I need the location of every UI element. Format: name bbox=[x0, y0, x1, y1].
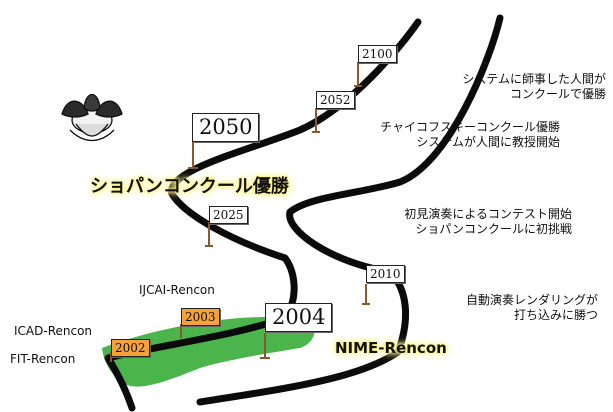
flag-2004: 2004 bbox=[265, 303, 333, 332]
year-label: 2100 bbox=[362, 47, 393, 61]
flag-2100: 2100 bbox=[358, 45, 397, 63]
year-label: 2003 bbox=[185, 310, 216, 324]
caption-icad: ICAD-Rencon bbox=[14, 324, 93, 338]
caption-2010: 自動演奏レンダリングが 打ち込みに勝つ bbox=[400, 293, 598, 323]
year-label: 2004 bbox=[272, 305, 326, 329]
flag-2002: 2002 bbox=[111, 339, 150, 357]
caption-line: ショパンコンクールに初挑戦 bbox=[415, 222, 572, 236]
caption-line: システムが人間に教授開始 bbox=[416, 135, 560, 149]
caption-fit: FIT-Rencon bbox=[10, 352, 76, 366]
caption-2004-highlight: NIME-Rencon bbox=[335, 339, 447, 357]
caption-line: 初見演奏によるコンテスト開始 bbox=[404, 207, 572, 221]
flag-2025: 2025 bbox=[209, 206, 248, 224]
caption-line: 自動演奏レンダリングが bbox=[465, 293, 598, 307]
caption-2052: チャイコフスキーコンクール優勝 システムが人間に教授開始 bbox=[338, 120, 560, 150]
year-label: 2002 bbox=[115, 341, 146, 355]
year-label: 2025 bbox=[213, 208, 244, 222]
caption-2100: システムに師事した人間が コンクールで優勝 bbox=[392, 72, 606, 102]
flag-2003: 2003 bbox=[181, 308, 220, 326]
caption-contest: 初見演奏によるコンテスト開始 ショパンコンクールに初挑戦 bbox=[300, 207, 572, 237]
year-label: 2052 bbox=[320, 93, 351, 107]
caption-2003: IJCAI-Rencon bbox=[139, 283, 215, 297]
caption-line: システムに師事した人間が bbox=[462, 72, 606, 86]
caption-line: チャイコフスキーコンクール優勝 bbox=[380, 120, 560, 134]
lotus-flower-icon bbox=[61, 93, 123, 142]
year-label: 2010 bbox=[370, 267, 401, 281]
flag-2010: 2010 bbox=[366, 265, 405, 283]
caption-line: コンクールで優勝 bbox=[509, 87, 606, 101]
green-field bbox=[102, 316, 315, 387]
flag-2052: 2052 bbox=[316, 91, 355, 109]
road-edge-right bbox=[196, 14, 504, 406]
caption-line: 打ち込みに勝つ bbox=[513, 308, 598, 322]
caption-2050-highlight: ショパンコンクール優勝 bbox=[90, 176, 289, 197]
flag-2050: 2050 bbox=[192, 113, 260, 142]
year-label: 2050 bbox=[199, 115, 253, 139]
